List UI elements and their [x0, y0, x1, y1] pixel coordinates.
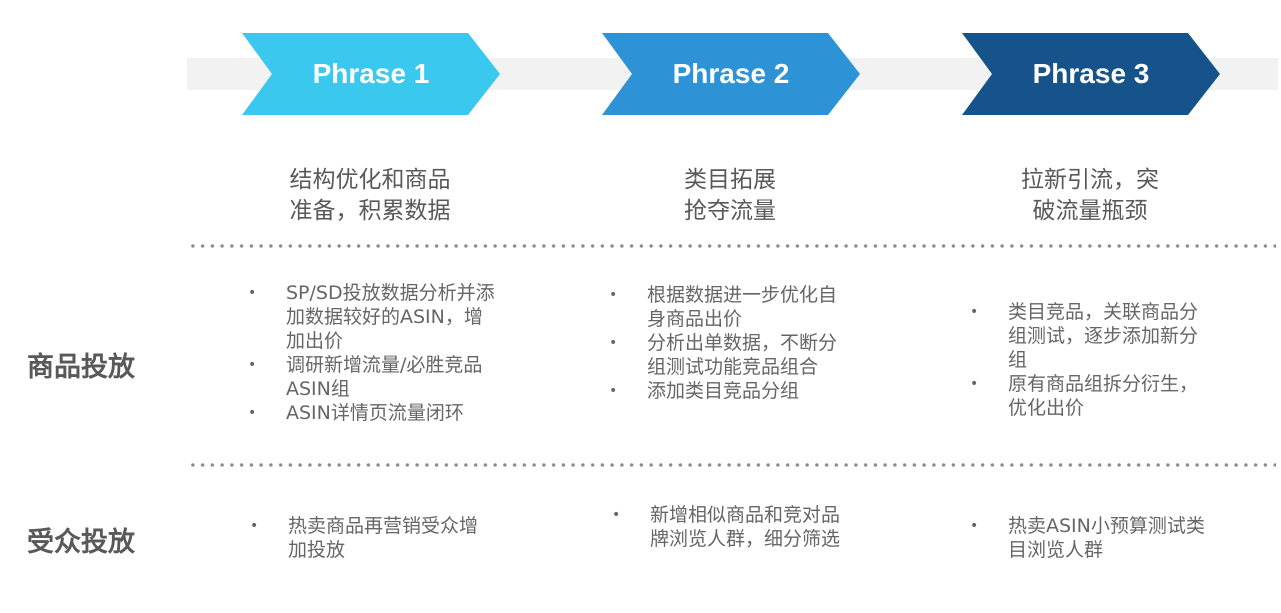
row-label-product-ads: 商品投放: [27, 352, 135, 383]
product-ads-phase-3: 类目竞品，关联商品分组测试，逐步添加新分组 原有商品组拆分衍生，优化出价: [970, 300, 1205, 420]
row-label-audience-ads: 受众投放: [27, 527, 135, 558]
audience-ads-phase-3: 热卖ASIN小预算测试类目浏览人群: [970, 514, 1210, 562]
chevron-arrow-icon: [602, 33, 860, 115]
phase-3-label: Phrase 3: [1032, 58, 1150, 89]
chevron-arrow-icon: [242, 33, 500, 115]
list-item: 新增相似商品和竞对品牌浏览人群，细分筛选: [612, 503, 852, 551]
phase-2-label: Phrase 2: [672, 58, 790, 89]
phase-2-subtitle: 类目拓展 抢夺流量: [684, 167, 776, 224]
chevron-arrow-icon: [962, 33, 1220, 115]
phase-1-chevron: Phrase 1: [242, 33, 500, 115]
phase-1-subtitle: 结构优化和商品 准备，积累数据: [289, 167, 451, 224]
list-item: ASIN详情页流量闭环: [248, 401, 498, 425]
list-item: 原有商品组拆分衍生，优化出价: [970, 372, 1205, 420]
list-item: 热卖商品再营销受众增加投放: [250, 514, 490, 562]
phase-1-label: Phrase 1: [312, 58, 430, 89]
audience-ads-phase-2: 新增相似商品和竞对品牌浏览人群，细分筛选: [612, 503, 852, 551]
list-item: 根据数据进一步优化自身商品出价: [609, 283, 849, 331]
phase-3-subtitle: 拉新引流，突 破流量瓶颈: [1021, 167, 1159, 224]
list-item: 热卖ASIN小预算测试类目浏览人群: [970, 514, 1210, 562]
list-item: 类目竞品，关联商品分组测试，逐步添加新分组: [970, 300, 1205, 372]
dotted-divider-1: [188, 244, 1276, 248]
product-ads-phase-2: 根据数据进一步优化自身商品出价 分析出单数据，不断分组测试功能竞品组合 添加类目…: [609, 283, 849, 403]
dotted-divider-2: [188, 463, 1276, 467]
phase-2-chevron: Phrase 2: [602, 33, 860, 115]
list-item: 分析出单数据，不断分组测试功能竞品组合: [609, 331, 849, 379]
list-item: SP/SD投放数据分析并添加数据较好的ASIN，增加出价: [248, 281, 498, 353]
list-item: 调研新增流量/必胜竞品ASIN组: [248, 353, 498, 401]
audience-ads-phase-1: 热卖商品再营销受众增加投放: [250, 514, 490, 562]
product-ads-phase-1: SP/SD投放数据分析并添加数据较好的ASIN，增加出价 调研新增流量/必胜竞品…: [248, 281, 498, 425]
list-item: 添加类目竞品分组: [609, 379, 849, 403]
phase-3-chevron: Phrase 3: [962, 33, 1220, 115]
